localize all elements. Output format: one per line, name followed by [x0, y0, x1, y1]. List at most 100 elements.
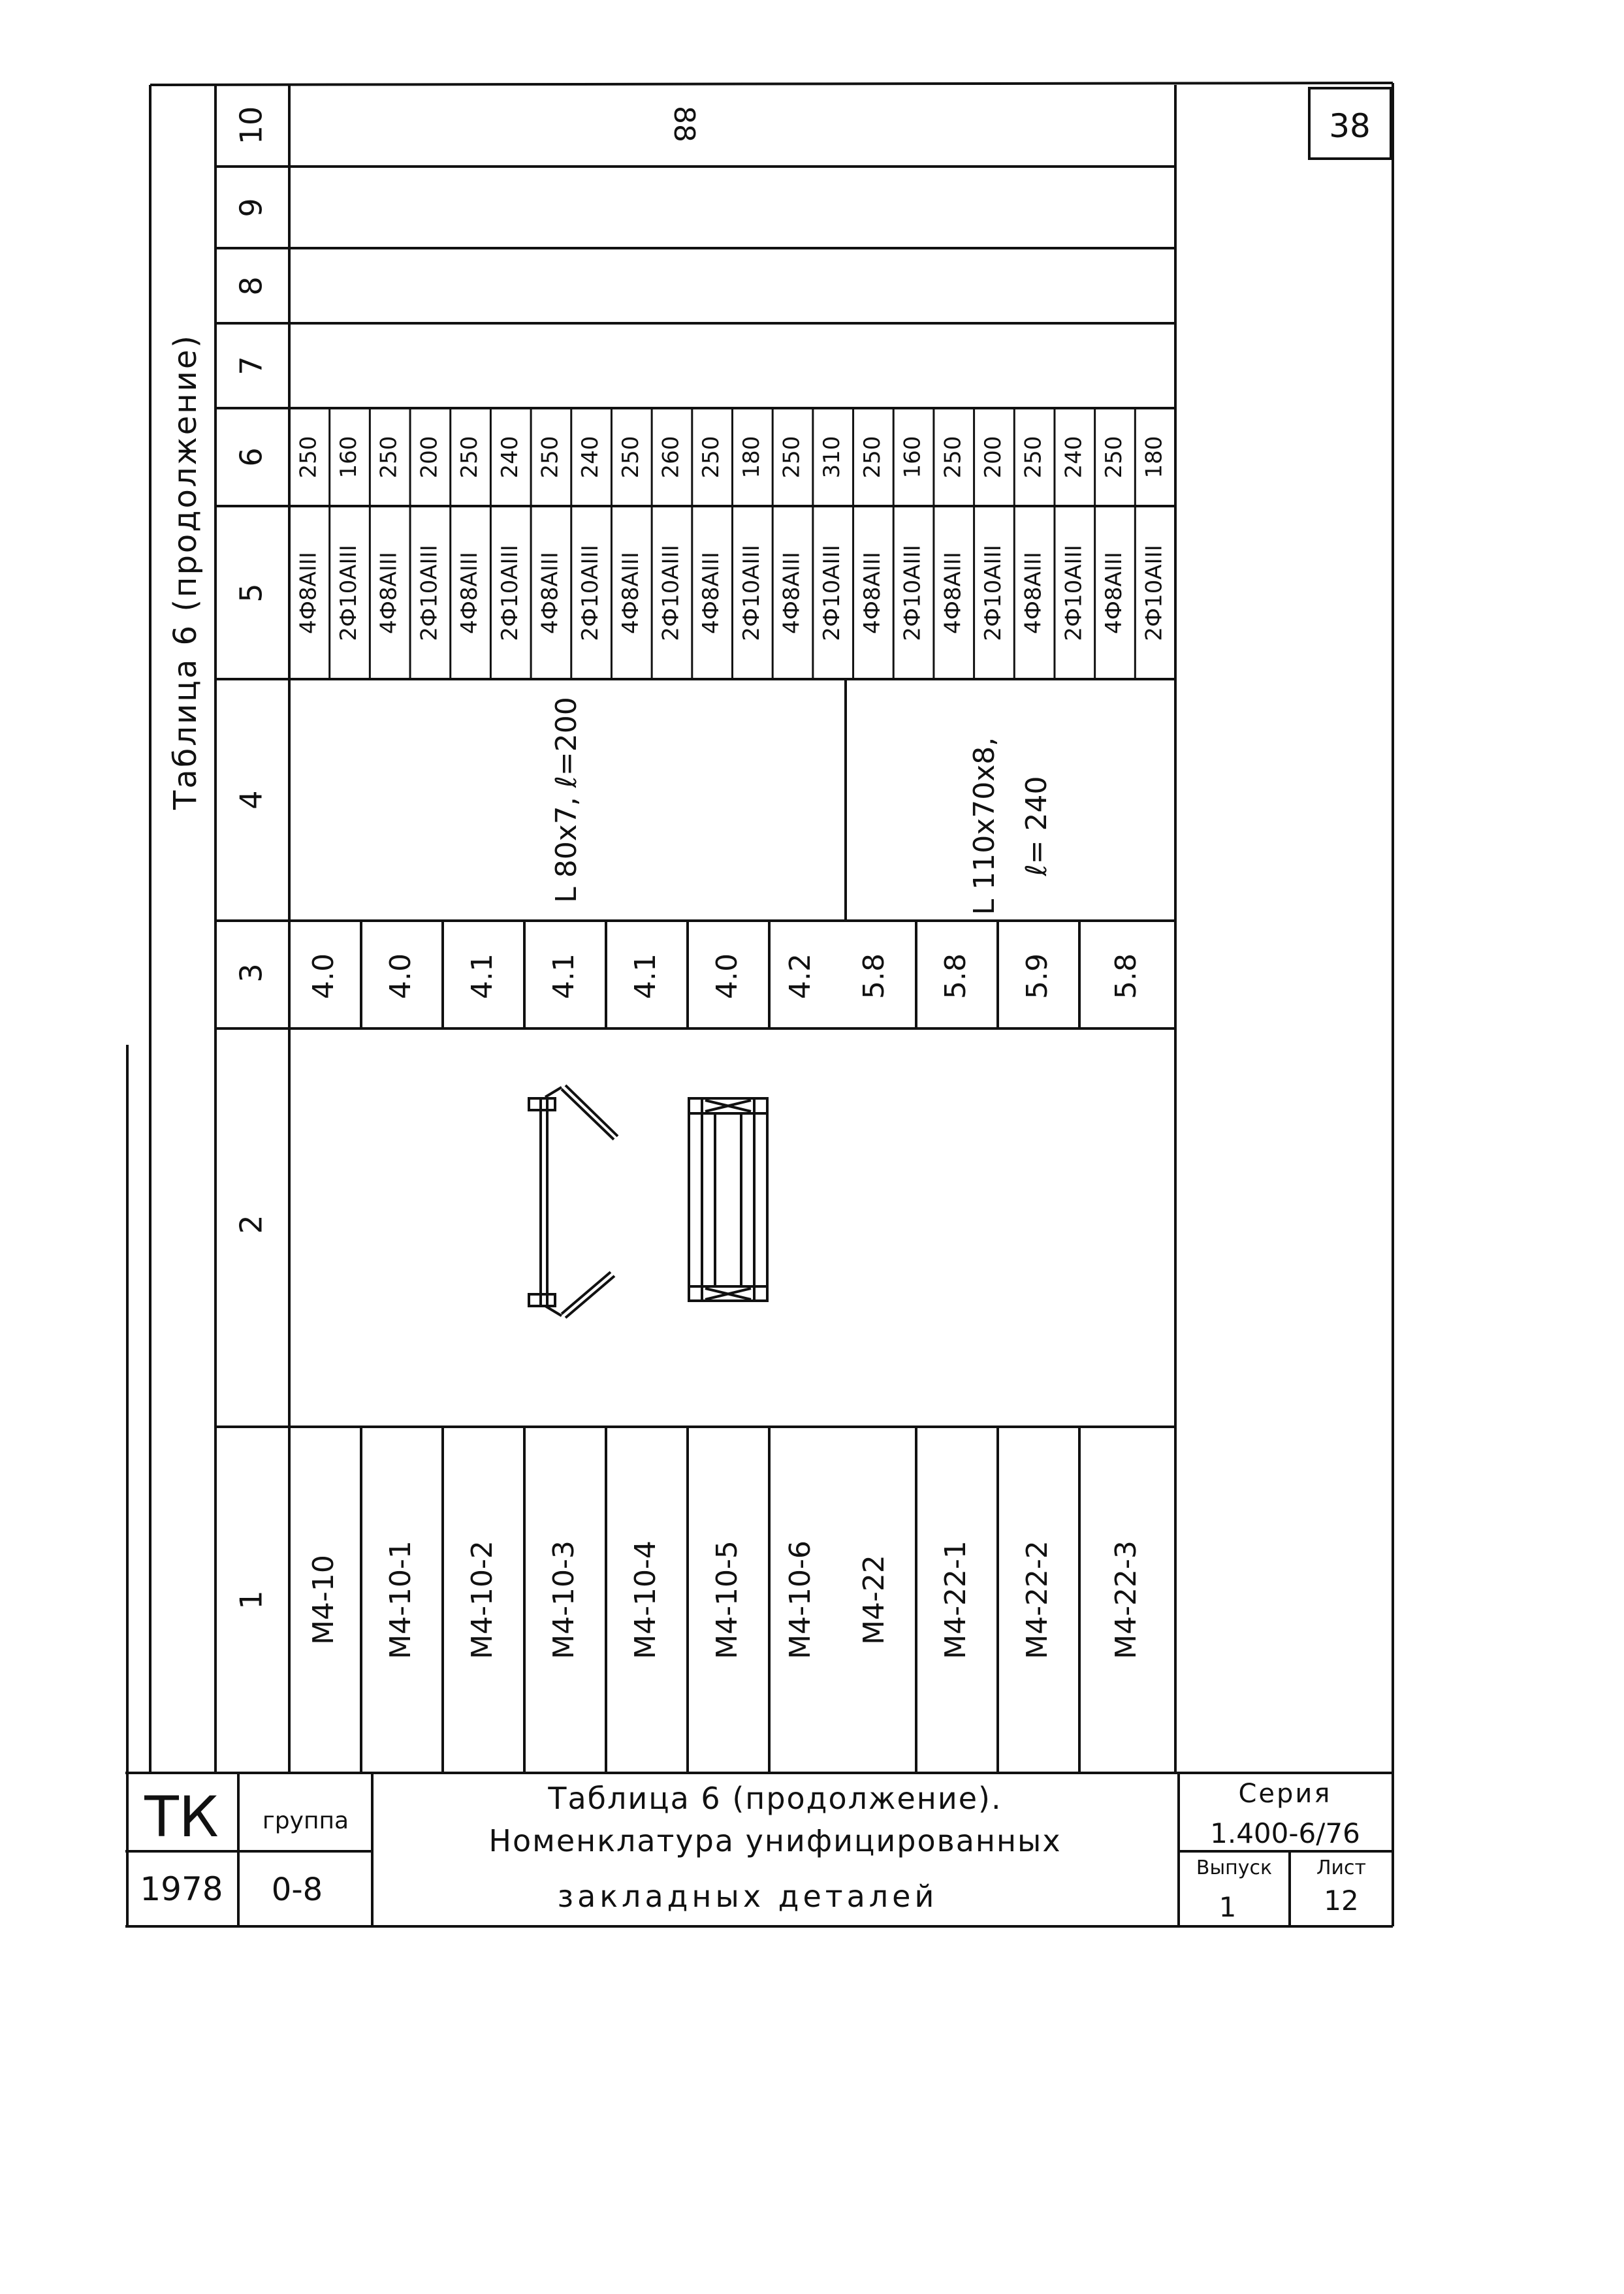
mark-value: М4-22 [857, 1555, 891, 1645]
sketch-frame-icon [688, 1097, 769, 1302]
column-header-9: 9 [234, 198, 269, 217]
rebar-spec: 2Ф10АIII [980, 545, 1006, 641]
rebar-spec: 4Ф8АIII [618, 552, 644, 634]
rebar-spec: 2Ф10АIII [900, 545, 926, 641]
col10-value: 88 [667, 106, 701, 142]
weight-value: 4.2 [784, 953, 817, 999]
rebar-spec: 4Ф8АIII [456, 552, 483, 634]
rebar-length: 160 [336, 436, 362, 479]
rebar-length: 160 [900, 436, 926, 479]
weights-column: 4.0 4.0 4.1 4.1 4.1 4.0 4.2 5.8 5.8 5.9 5.8 [307, 953, 1143, 999]
column-header-6: 6 [234, 447, 269, 466]
year: 1978 [140, 1870, 223, 1908]
rebar-length: 310 [819, 436, 845, 479]
column-header-1: 1 [234, 1590, 269, 1609]
mark-value: М4-22-1 [939, 1540, 972, 1659]
rebar-length: 250 [618, 436, 644, 479]
mark-value: М4-22-2 [1021, 1540, 1054, 1659]
title-line-1: Таблица 6 (продолжение). [547, 1781, 1002, 1816]
rebar-length: 250 [859, 436, 885, 479]
rebar-spec: 2Ф10АIII [658, 545, 684, 641]
rebar-spec: 2Ф10АIII [819, 545, 845, 641]
sheet-value: 12 [1324, 1885, 1358, 1917]
profile-group-1: L 80x7, ℓ=200 [550, 697, 583, 903]
rebar-spec: 2Ф10АIII [416, 545, 442, 641]
profile-group-2-line-2: ℓ= 240 [1020, 776, 1053, 876]
rebar-spec: 4Ф8АIII [859, 552, 885, 634]
rebar-length: 260 [658, 436, 684, 479]
rebar-length: 250 [376, 436, 402, 479]
column-header-3: 3 [234, 963, 269, 982]
group-value: 0-8 [272, 1872, 323, 1908]
rebar-spec: 2Ф10АIII [336, 545, 362, 641]
rebar-length: 250 [537, 436, 563, 479]
column-headers: 1 2 3 4 5 6 7 8 9 10 [234, 106, 269, 1610]
rebar-length: 240 [497, 436, 523, 479]
sheet-label: Лист [1316, 1856, 1366, 1879]
rebar-spec: 4Ф8АIII [779, 552, 805, 634]
rebar-spec: 4Ф8АIII [1101, 552, 1127, 634]
table-caption: Таблица 6 (продолжение) [167, 334, 204, 810]
column-header-4: 4 [234, 790, 269, 809]
issue-value: 1 [1219, 1891, 1237, 1923]
rebar-length: 240 [1060, 436, 1087, 479]
weight-value: 4.1 [547, 953, 581, 999]
mark-value: М4-10-3 [547, 1540, 581, 1659]
rebar-spec: 2Ф10АIII [497, 545, 523, 641]
mark-value: М4-10-6 [784, 1540, 817, 1659]
rebar-spec: 4Ф8АIII [698, 552, 724, 634]
rebar-length: 250 [779, 436, 805, 479]
mark-value: М4-10-5 [710, 1540, 744, 1659]
rebar-length: 180 [1141, 436, 1168, 479]
rebar-length: 250 [1101, 436, 1127, 479]
weight-value: 4.0 [307, 953, 340, 999]
column-header-8: 8 [234, 276, 269, 295]
weight-value: 5.8 [939, 953, 972, 999]
rebar-length: 180 [739, 436, 765, 479]
column-header-2: 2 [234, 1215, 269, 1234]
rebar-spec: 4Ф8АIII [295, 552, 321, 634]
sheet-frame [125, 82, 1394, 1928]
rebar-length: 250 [295, 436, 321, 479]
rebar-spec: 2Ф10АIII [577, 545, 603, 641]
rebar-spec: 4Ф8АIII [537, 552, 563, 634]
weight-value: 4.1 [629, 953, 662, 999]
weight-value: 5.9 [1021, 953, 1054, 999]
rebar-spec: 2Ф10АIII [739, 545, 765, 641]
rebar-spec: 4Ф8АIII [1021, 552, 1047, 634]
title-line-3: закладных деталей [558, 1879, 938, 1914]
profile-group-2-line-1: L 110x70x8, [968, 737, 1001, 916]
mark-value: М4-22-3 [1109, 1540, 1143, 1659]
rebar-length: 250 [698, 436, 724, 479]
rebar-length: 250 [940, 436, 966, 479]
rebar-spec: 2Ф10АIII [1060, 545, 1087, 641]
rebar-spec: 4Ф8АIII [940, 552, 966, 634]
column-header-10: 10 [234, 106, 269, 145]
org-mark: ТК [144, 1785, 219, 1850]
weight-value: 4.1 [466, 953, 499, 999]
column-header-7: 7 [234, 356, 269, 375]
weight-value: 4.0 [710, 953, 744, 999]
rebar-spec: 4Ф8АIII [376, 552, 402, 634]
rebar-length: 250 [1021, 436, 1047, 479]
group-label: группа [263, 1808, 349, 1834]
mark-value: М4-10-1 [384, 1540, 417, 1659]
weight-value: 5.8 [857, 953, 891, 999]
rebar-spec: 2Ф10АIII [1141, 545, 1168, 641]
rebar-length: 200 [416, 436, 442, 479]
page-number: 38 [1329, 107, 1371, 145]
series-value: 1.400-6/76 [1210, 1817, 1360, 1849]
column-header-5: 5 [234, 583, 269, 602]
issue-label: Выпуск [1196, 1856, 1272, 1879]
title-line-2: Номенклатура унифицированных [488, 1823, 1061, 1858]
mark-value: М4-10-4 [629, 1540, 662, 1659]
weight-value: 5.8 [1109, 953, 1143, 999]
mark-value: М4-10-2 [466, 1540, 499, 1659]
rebar-length: 200 [980, 436, 1006, 479]
rebar-length: 240 [577, 436, 603, 479]
sketch-channel-icon [528, 1084, 619, 1319]
rebar-rows: 4Ф8АIII 250 2Ф10АIII 160 4Ф8АIII 250 2Ф10АIII 2… [295, 408, 1168, 679]
weight-value: 4.0 [384, 953, 417, 999]
rebar-length: 250 [456, 436, 483, 479]
